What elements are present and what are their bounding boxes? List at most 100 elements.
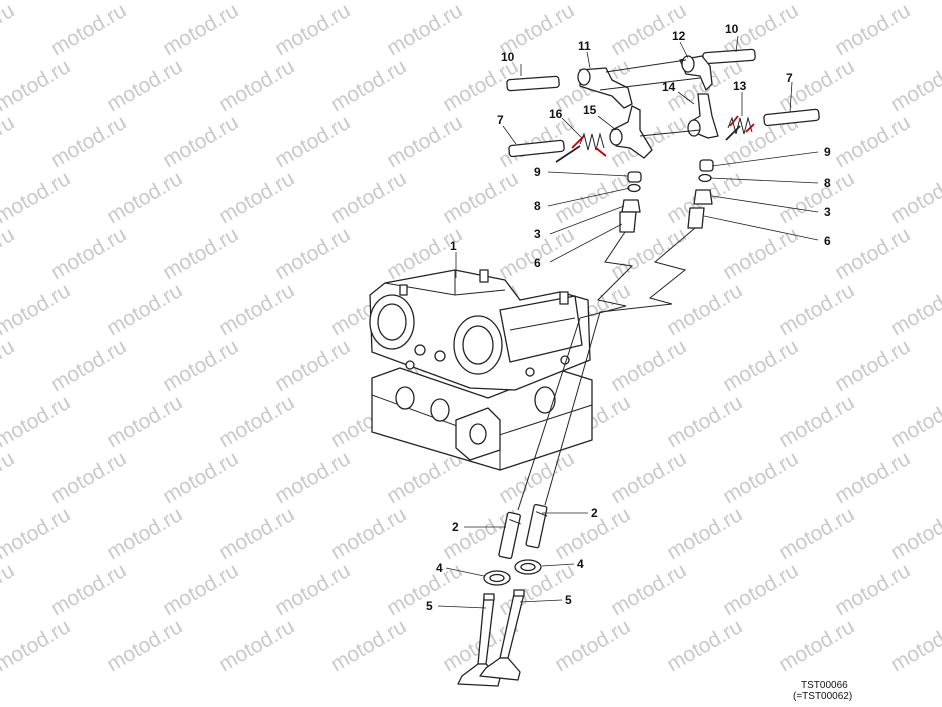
watermark-text: motod.ru [887, 55, 942, 116]
rocker-arm-15 [609, 105, 653, 159]
watermark-text: motod.ru [271, 335, 354, 396]
watermark-text: motod.ru [327, 503, 410, 564]
watermark-text: motod.ru [271, 111, 354, 172]
watermark-text: motod.ru [775, 391, 858, 452]
valve-cap-left [627, 171, 642, 183]
watermark-text: motod.ru [0, 503, 74, 564]
watermark-text: motod.ru [663, 615, 746, 676]
watermark-text: motod.ru [0, 111, 18, 172]
leader-lines [437, 35, 819, 609]
callout-6-right: 6 [824, 234, 831, 248]
watermark-text: motod.ru [159, 447, 242, 508]
rocker-arm-11 [577, 67, 633, 109]
callout-12: 12 [672, 29, 686, 43]
watermark-text: motod.ru [0, 167, 74, 228]
watermark-text: motod.ru [775, 503, 858, 564]
watermark-text: motod.ru [47, 335, 130, 396]
watermark-text: motod.ru [887, 167, 942, 228]
cylinder-head [369, 269, 593, 471]
rocker-spring-16 [555, 132, 607, 163]
callout-9-right: 9 [824, 145, 831, 159]
valve-retainer-right [693, 189, 713, 205]
callout-5-left: 5 [426, 599, 433, 613]
valve-axis-left [517, 231, 634, 511]
watermark-text: motod.ru [0, 615, 74, 676]
watermark-text: motod.ru [103, 279, 186, 340]
watermark-text: motod.ru [0, 55, 74, 116]
valve-guide-right [525, 503, 548, 549]
watermark-text: motod.ru [103, 55, 186, 116]
callout-7-right: 7 [786, 71, 793, 85]
watermark-text: motod.ru [103, 503, 186, 564]
watermark-text: motod.ru [0, 559, 18, 620]
rocker-pin-right [763, 108, 820, 127]
watermark-text: motod.ru [159, 111, 242, 172]
watermark-text: motod.ru [719, 335, 802, 396]
watermark-text: motod.ru [327, 615, 410, 676]
watermark-text: motod.ru [215, 55, 298, 116]
watermark-text: motod.ru [0, 0, 18, 60]
watermark-text: motod.ru [215, 279, 298, 340]
watermark-text: motod.ru [719, 447, 802, 508]
watermark-text: motod.ru [607, 559, 690, 620]
watermark-text: motod.ru [607, 447, 690, 508]
watermark-text: motod.ru [663, 503, 746, 564]
callout-11: 11 [578, 39, 591, 53]
rocker-shaft-right [702, 48, 756, 65]
watermark-text: motod.ru [159, 0, 242, 60]
watermark-text: motod.ru [383, 0, 466, 60]
watermark-text: motod.ru [0, 223, 18, 284]
watermark-text: motod.ru [159, 559, 242, 620]
watermark-text: motod.ru [719, 223, 802, 284]
watermark-text: motod.ru [887, 615, 942, 676]
watermark-text: motod.ru [0, 279, 74, 340]
watermark-text: motod.ru [0, 391, 74, 452]
callout-labels: 1 2 2 3 3 4 4 5 5 6 6 7 7 8 8 9 9 10 10 … [426, 22, 831, 613]
callout-3-left: 3 [534, 227, 541, 241]
callout-9-left: 9 [534, 165, 541, 179]
valve-cap-right [699, 159, 714, 172]
watermark-text: motod.ru [47, 559, 130, 620]
watermark-text: motod.ru [663, 391, 746, 452]
watermark-text: motod.ru [887, 391, 942, 452]
watermark-text: motod.ru [327, 55, 410, 116]
callout-6-left: 6 [534, 256, 541, 270]
callout-8-right: 8 [824, 176, 831, 190]
watermark-text: motod.ru [47, 223, 130, 284]
watermark-text: motod.ru [271, 0, 354, 60]
watermark-text: motod.ru [831, 335, 914, 396]
watermark-text: motod.ru [327, 167, 410, 228]
watermark-text: motod.ru [103, 391, 186, 452]
callout-5-right: 5 [565, 593, 572, 607]
callout-7-left: 7 [497, 113, 504, 127]
watermark-text: motod.ru [775, 615, 858, 676]
watermark-text: motod.ru [831, 447, 914, 508]
callout-1: 1 [450, 239, 457, 253]
watermark-text: motod.ru [159, 223, 242, 284]
watermark-text: motod.ru [103, 615, 186, 676]
valve-guide-left [498, 511, 521, 560]
callout-15: 15 [583, 103, 597, 117]
watermark-text: motod.ru [663, 279, 746, 340]
watermark-text: motod.ru [775, 167, 858, 228]
valve-axis-right [544, 227, 696, 506]
valve-washer-left [483, 570, 511, 586]
watermark-text: motod.ru [271, 447, 354, 508]
watermark-text: motod.ru [103, 167, 186, 228]
reference-code: TST00066 [801, 680, 848, 691]
watermark-text: motod.ru [383, 111, 466, 172]
valve-washer-right [514, 559, 542, 575]
watermark-text: motod.ru [271, 559, 354, 620]
watermark-text: motod.ru [551, 615, 634, 676]
watermark-text: motod.ru [47, 0, 130, 60]
watermark-text: motod.ru [0, 335, 18, 396]
rocker-arm-12 [679, 55, 713, 91]
valve-retainer-left [621, 199, 641, 213]
watermark-text: motod.ru [47, 447, 130, 508]
rocker-arm-14 [687, 93, 719, 139]
valve-tappet-left [619, 211, 637, 233]
valve-right [479, 589, 525, 681]
watermark-text: motod.ru [719, 559, 802, 620]
valve-tappet-right [687, 207, 705, 229]
